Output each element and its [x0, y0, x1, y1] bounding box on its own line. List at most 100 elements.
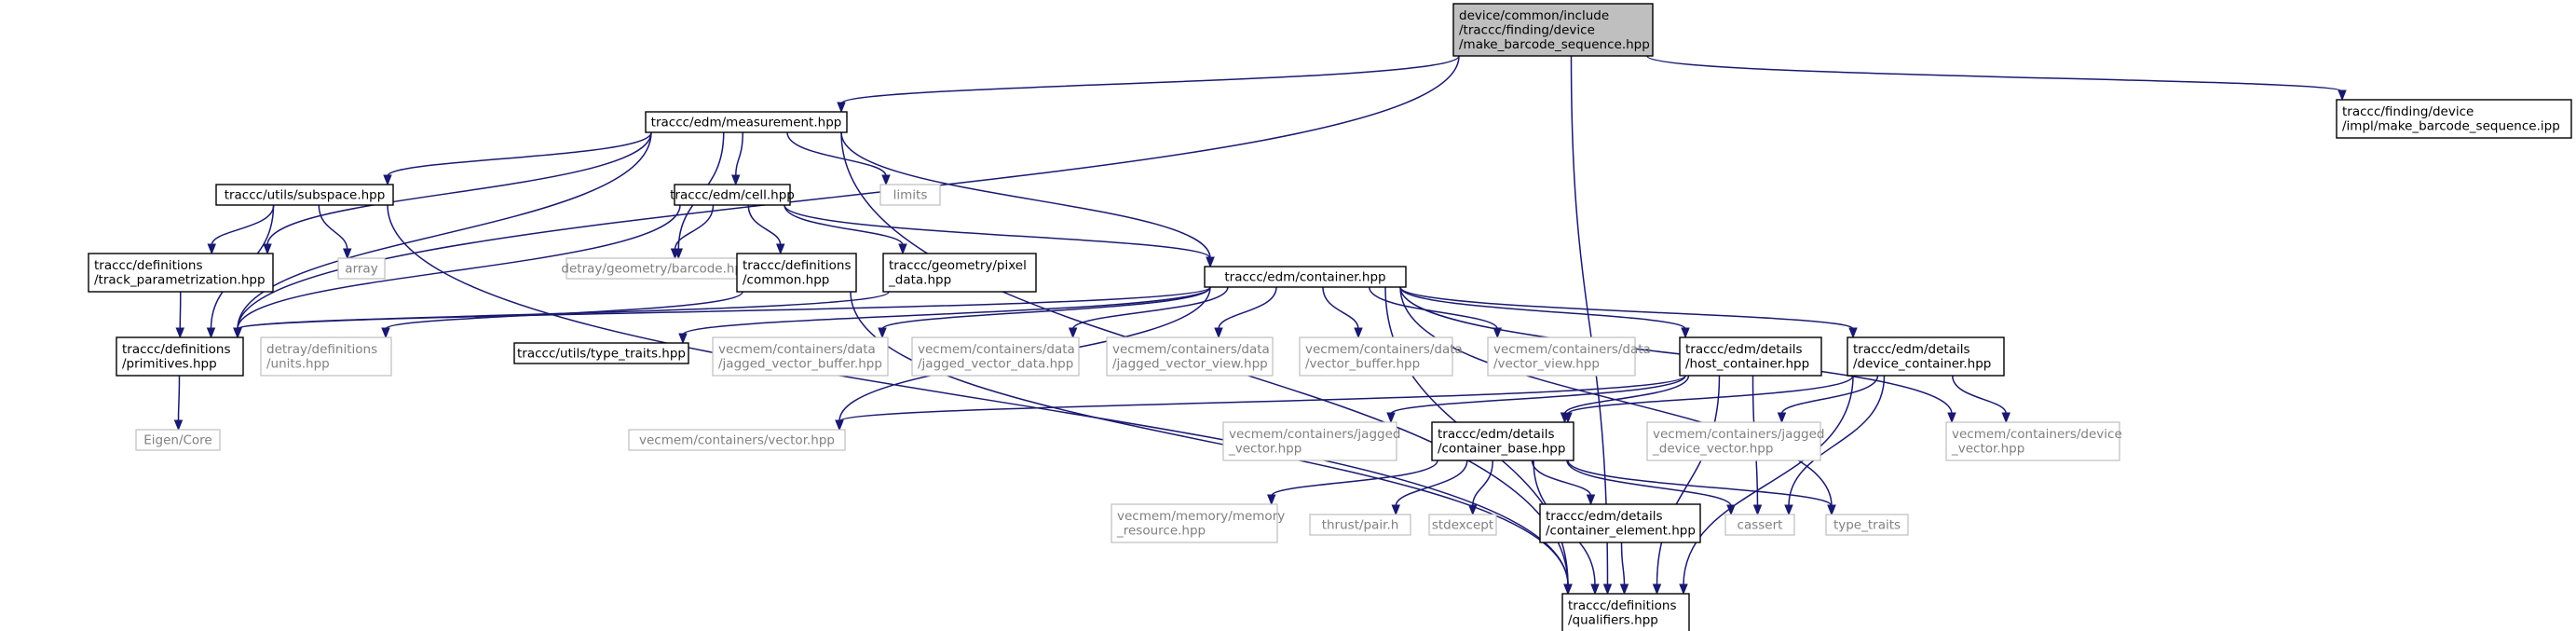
- node-common[interactable]: traccc/definitions/common.hpp: [736, 253, 857, 293]
- node-root[interactable]: device/common/include/traccc/finding/dev…: [1452, 3, 1654, 57]
- node-box: [911, 336, 1080, 377]
- edge-line: [1399, 286, 1686, 330]
- edge-measurement-to-limits: [786, 131, 891, 186]
- node-box: [88, 253, 274, 293]
- edge-line: [177, 375, 181, 422]
- edge-line: [674, 204, 715, 251]
- node-box: [337, 257, 386, 280]
- edge-arrowhead: [1068, 327, 1078, 339]
- node-typetraits: type_traits: [1825, 514, 1909, 536]
- node-contelem[interactable]: traccc/edm/details/container_element.hpp: [1539, 503, 1701, 543]
- edge-arrowhead: [731, 174, 741, 186]
- node-box: [1309, 514, 1411, 536]
- node-box: [1539, 503, 1701, 543]
- edge-arrowhead: [1947, 412, 1956, 424]
- node-devcont[interactable]: traccc/edm/details/device_container.hpp: [1847, 336, 2005, 377]
- edge-cell-to-common: [747, 204, 785, 255]
- edge-arrowhead: [670, 248, 680, 260]
- edge-arrowhead: [1602, 583, 1613, 596]
- node-cassert: cassert: [1724, 514, 1795, 536]
- node-ipp[interactable]: traccc/finding/device/impl/make_barcode_…: [2336, 99, 2572, 139]
- edge-arrowhead: [175, 327, 184, 339]
- edge-arrowhead: [776, 243, 785, 255]
- edge-root-to-primitives: [233, 55, 1460, 339]
- edge-arrowhead: [1784, 504, 1793, 516]
- node-cell[interactable]: traccc/edm/cell.hpp: [670, 184, 795, 206]
- edge-line: [1788, 375, 1886, 507]
- node-label-line: _resource.hpp: [1116, 524, 1206, 539]
- node-box: [1561, 593, 1690, 631]
- node-label-line: traccc/edm/details: [1546, 509, 1662, 524]
- node-pixeldata[interactable]: traccc/geometry/pixel_data.hpp: [882, 253, 1037, 293]
- edge-line: [1369, 286, 1498, 330]
- node-label-line: device/common/include: [1459, 8, 1609, 23]
- node-box: [1431, 421, 1574, 461]
- node-box: [882, 253, 1037, 293]
- node-label-line: vecmem/memory/memory: [1117, 509, 1285, 524]
- edge-devcont-to-contbase: [1563, 375, 1854, 424]
- edge-measurement-to-cell: [731, 131, 743, 186]
- edge-arrowhead: [1619, 583, 1629, 596]
- edge-container-to-typetraitshpp: [678, 286, 1211, 345]
- node-container[interactable]: traccc/edm/container.hpp: [1204, 266, 1407, 288]
- node-subspace[interactable]: traccc/utils/subspace.hpp: [215, 184, 394, 206]
- edge-arrowhead: [898, 243, 907, 255]
- node-primitives[interactable]: traccc/definitions/primitives.hpp: [116, 336, 244, 377]
- node-pair: thrust/pair.h: [1309, 514, 1411, 536]
- edge-arrowhead: [1679, 583, 1688, 596]
- node-jdvector: vecmem/containers/jagged_device_vector.h…: [1646, 421, 1824, 461]
- edge-line: [1071, 286, 1229, 330]
- edge-line: [682, 286, 1211, 336]
- node-box: [1847, 336, 2005, 377]
- edge-measurement-to-trackparam: [263, 131, 652, 255]
- node-label-line: /primitives.hpp: [122, 357, 217, 372]
- edge-arrowhead: [1590, 583, 1600, 596]
- node-box: [513, 342, 689, 364]
- edge-container-to-jvdata: [1068, 286, 1229, 339]
- node-measurement[interactable]: traccc/edm/measurement.hpp: [645, 111, 848, 133]
- node-label-line: /units.hpp: [266, 357, 330, 372]
- node-trackparam[interactable]: traccc/definitions/track_parametrization…: [88, 253, 274, 293]
- node-contbase[interactable]: traccc/edm/details/container_base.hpp: [1431, 421, 1574, 461]
- node-qualifiers[interactable]: traccc/definitions/qualifiers.hpp: [1561, 593, 1690, 631]
- node-label-line: traccc/definitions: [1568, 598, 1677, 613]
- edge-root-to-qualifiers: [1570, 55, 1613, 596]
- node-box: [628, 429, 846, 451]
- node-hostcont[interactable]: traccc/edm/details/host_container.hpp: [1679, 336, 1822, 377]
- edge-hostcont-to-jvector: [1386, 375, 1686, 424]
- node-jvector: vecmem/containers/jagged_vector.hpp: [1222, 421, 1400, 461]
- edge-arrowhead: [1206, 256, 1215, 268]
- edge-arrowhead: [678, 333, 688, 345]
- edge-subspace-to-array: [318, 204, 352, 260]
- node-label-line: /qualifiers.hpp: [1568, 613, 1658, 628]
- node-label-line: vecmem/containers/data: [1305, 342, 1463, 357]
- node-label-line: cassert: [1738, 517, 1783, 532]
- edge-line: [385, 291, 743, 330]
- edge-line: [747, 204, 782, 246]
- edge-hostcont-to-contbase: [1560, 375, 1690, 424]
- edge-arrowhead: [1267, 494, 1276, 506]
- node-box: [674, 184, 791, 206]
- edge-line: [1683, 375, 1854, 586]
- node-label-line: traccc/definitions: [743, 258, 852, 273]
- edge-contbase-to-stdexcept: [1468, 460, 1493, 516]
- node-typetraitshpp[interactable]: traccc/utils/type_traits.hpp: [513, 342, 689, 364]
- edge-container-to-devcont: [1399, 286, 1858, 339]
- edge-container-to-jvbuffer: [878, 286, 1211, 339]
- node-vview: vecmem/containers/data/vector_view.hpp: [1487, 336, 1651, 377]
- node-label-line: /traccc/finding/device: [1459, 22, 1595, 37]
- edge-arrowhead: [1777, 412, 1787, 424]
- edge-line: [318, 204, 348, 251]
- node-box: [1452, 3, 1654, 57]
- node-box: [1679, 336, 1822, 377]
- nodes-layer: device/common/include/traccc/finding/dev…: [88, 3, 2572, 631]
- node-jvdata: vecmem/containers/data/jagged_vector_dat…: [911, 336, 1080, 377]
- node-vector: vecmem/containers/vector.hpp: [628, 429, 846, 451]
- edge-line: [1952, 375, 2007, 415]
- node-vbuffer: vecmem/containers/data/vector_buffer.hpp: [1299, 336, 1463, 377]
- edge-arrowhead: [1827, 504, 1836, 516]
- node-box: [1724, 514, 1795, 536]
- edge-line: [1567, 460, 1833, 507]
- edge-line: [881, 286, 1211, 330]
- edge-devcont-to-devvector: [1952, 375, 2010, 424]
